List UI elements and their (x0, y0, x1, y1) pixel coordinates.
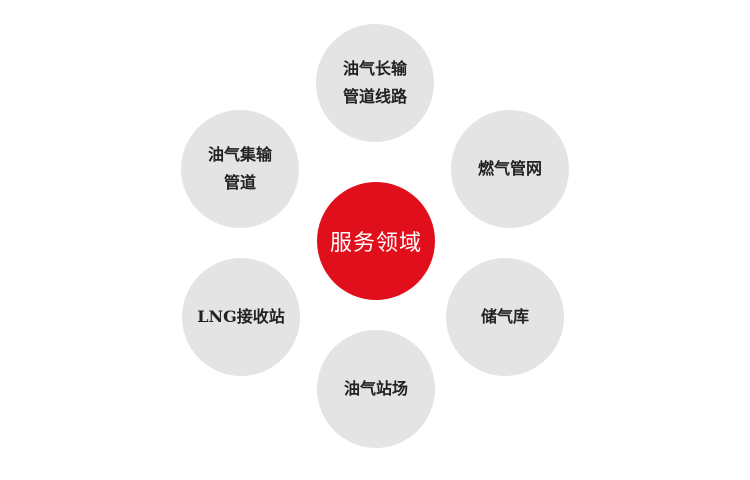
node-label: 油气集输 管道 (207, 145, 272, 192)
node-label: 油气长输 管道线路 (342, 59, 407, 106)
node-lng-terminal: LNG接收站 (182, 258, 300, 376)
node-oil-gas-station: 油气站场 (317, 330, 435, 448)
node-oil-gas-pipeline-route: 油气长输 管道线路 (316, 24, 434, 142)
node-label: 油气站场 (343, 379, 408, 398)
node-label: 储气库 (480, 307, 529, 326)
node-label: LNG接收站 (197, 307, 285, 326)
node-gas-network: 燃气管网 (451, 110, 569, 228)
node-label: 燃气管网 (477, 159, 542, 178)
node-gas-storage: 储气库 (446, 258, 564, 376)
node-gathering-pipeline: 油气集输 管道 (181, 110, 299, 228)
center-label: 服务领域 (329, 231, 422, 256)
center-node: 服务领域 (317, 182, 435, 300)
